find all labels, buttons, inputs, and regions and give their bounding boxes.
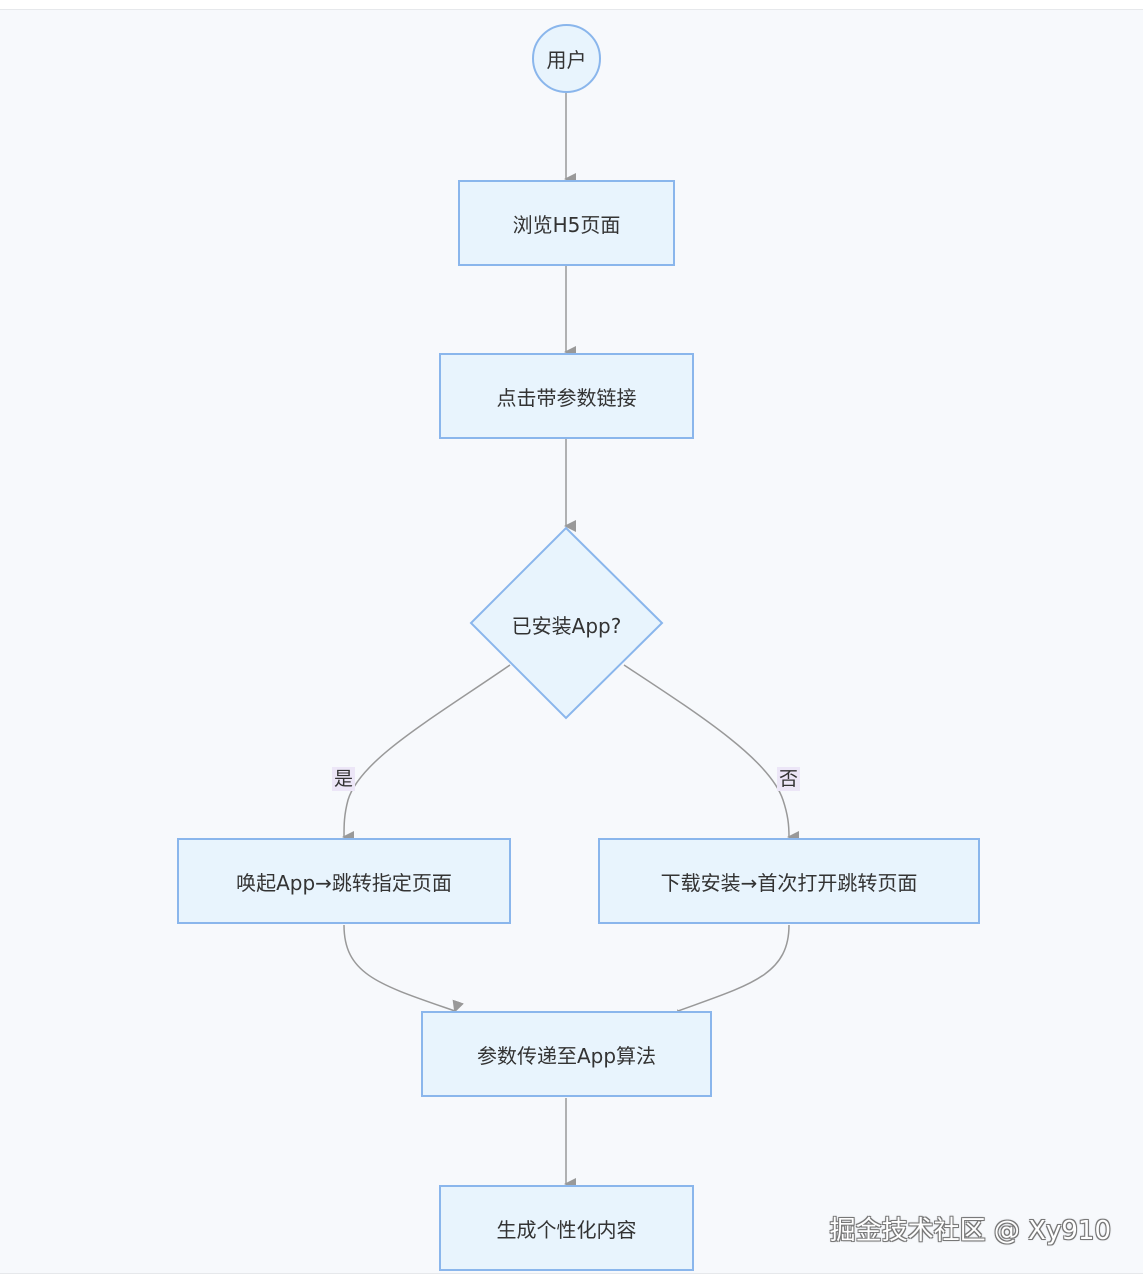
edge-decision-no [623,664,800,843]
node-generate-content: 生成个性化内容 [439,1185,694,1271]
edge-yes-pass [343,924,464,1013]
node-download-install-label: 下载安装→首次打开跳转页面 [660,870,918,895]
bottom-border [0,1273,1143,1277]
edge-decision-yes [342,664,511,844]
decision-diamond [469,526,664,720]
node-browse-h5: 浏览H5页面 [458,180,675,266]
node-launch-app-label: 唤起App→跳转指定页面 [236,870,452,895]
top-border [0,0,1143,10]
node-click-link: 点击带参数链接 [439,353,694,439]
node-pass-params: 参数传递至App算法 [421,1011,712,1097]
watermark: 掘金技术社区 @ Xy910 [829,1216,1111,1246]
node-click-link-label: 点击带参数链接 [496,385,637,410]
node-user: 用户 [532,24,601,93]
node-pass-params-label: 参数传递至App算法 [476,1043,657,1068]
node-user-label: 用户 [546,48,587,72]
node-download-install: 下载安装→首次打开跳转页面 [598,838,980,924]
edge-label-no: 否 [777,767,801,791]
node-browse-h5-label: 浏览H5页面 [512,212,621,237]
node-launch-app: 唤起App→跳转指定页面 [177,838,511,924]
node-decision-label: 已安装App? [511,614,622,638]
edge-no-pass [675,924,790,1023]
node-generate-content-label: 生成个性化内容 [496,1217,637,1242]
edge-label-yes: 是 [332,767,356,791]
